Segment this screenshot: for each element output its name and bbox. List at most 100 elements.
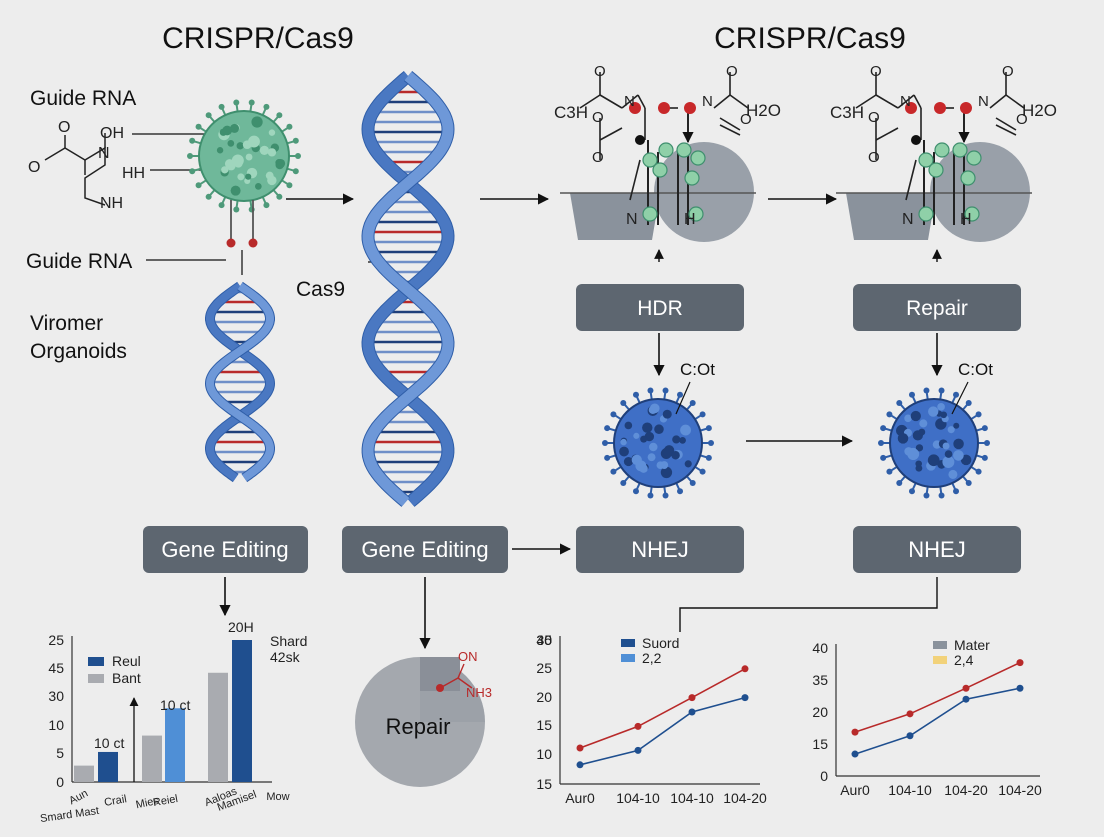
atom-label-o: O xyxy=(868,149,880,166)
virus-label-right: C:Ot xyxy=(958,360,993,379)
bar-chart-x-label: Mow xyxy=(266,791,289,803)
chemical-bond xyxy=(599,127,623,141)
virus-particle xyxy=(672,435,681,444)
repair-molecule-nh3: NH3 xyxy=(466,685,492,700)
dna-strand-back xyxy=(206,282,275,482)
green-virus-icon xyxy=(187,99,301,213)
virus-spike-tip xyxy=(689,399,696,406)
virus-particle xyxy=(662,446,674,458)
chemical-bond xyxy=(855,94,877,109)
guide-rna-label-bottom: Guide RNA xyxy=(26,250,132,273)
line-series xyxy=(579,696,746,766)
line-chart-x-tick: 104-10 xyxy=(670,790,714,806)
line-chart-y-tick: 40 xyxy=(812,640,828,656)
virus-spike-tip xyxy=(699,468,706,475)
rna-red-dot-right xyxy=(248,238,258,248)
line-point xyxy=(851,750,859,758)
atom-black xyxy=(635,135,645,145)
line-chart-y-tick: 25 xyxy=(536,660,552,676)
virus-particle xyxy=(942,442,950,450)
guide-rna-strands xyxy=(230,200,254,275)
guide-rna-molecule xyxy=(44,133,106,206)
virus-spike-tip xyxy=(195,182,202,189)
bar-chart-y-tick: 10 xyxy=(48,717,64,733)
virus-spike-tip xyxy=(233,99,240,106)
bar-chart-legend-swatch xyxy=(88,674,104,683)
atom-red xyxy=(934,102,946,114)
virus-spike-tip xyxy=(248,99,255,106)
bar xyxy=(165,708,185,782)
line-chart-legend-label: Mater xyxy=(954,637,990,653)
nhej-label-1: NHEJ xyxy=(631,537,688,562)
virus-spike-tip xyxy=(205,112,212,119)
virus-spike-tip xyxy=(195,123,202,130)
atom-green xyxy=(960,170,976,186)
atom-label-n-low: N xyxy=(626,211,638,228)
line-chart-legend-label: 2,2 xyxy=(642,650,662,666)
virus-particle xyxy=(960,454,972,466)
virus-spike-tip xyxy=(632,391,639,398)
atom-label-o: O xyxy=(870,63,882,80)
atom-label-o: O xyxy=(592,109,604,126)
dna-helix-small xyxy=(204,281,276,483)
chemical-bond xyxy=(913,94,922,109)
rna-red-dot-left xyxy=(226,238,236,248)
atom-label-o: O xyxy=(726,63,738,80)
virus-particle xyxy=(230,185,241,196)
atom-red xyxy=(684,102,696,114)
virus-spike-tip xyxy=(886,411,893,418)
atom-label-o: O xyxy=(592,149,604,166)
dna-strand-front xyxy=(205,282,274,482)
bar xyxy=(74,765,94,782)
bar-chart-x-label: Smard Mast xyxy=(39,805,99,825)
virus-spike-tip xyxy=(705,454,712,461)
hdr-box xyxy=(576,284,744,331)
virus-spike-tip xyxy=(292,137,299,144)
line-chart-y-tick: 35 xyxy=(536,632,552,648)
virus-particle xyxy=(242,140,252,150)
virus-particle xyxy=(947,426,955,434)
virus-spike-tip xyxy=(923,387,930,394)
line-chart-y-tick: 15 xyxy=(536,776,552,792)
bar-chart-annotation: 10 ct xyxy=(94,735,124,751)
virus-spike-tip xyxy=(896,399,903,406)
virus-spike-tip xyxy=(880,454,887,461)
virus-spike-tip xyxy=(189,137,196,144)
bar-chart-annotation: Shard xyxy=(270,633,307,649)
line-chart-legend-label: Suord xyxy=(642,635,679,651)
repair-molecule-dot xyxy=(436,684,444,692)
virus-body xyxy=(613,398,703,488)
virus-spike-tip xyxy=(189,168,196,175)
virus-spike-tip xyxy=(286,123,293,130)
chemical-bond xyxy=(897,94,915,109)
nhej-connector-line xyxy=(679,577,938,632)
atom-green xyxy=(684,170,700,186)
atom-label-n: N xyxy=(624,93,635,110)
virus-particle xyxy=(679,437,686,444)
nhej-box-1 xyxy=(576,526,744,573)
repair-circle-label: Repair xyxy=(386,714,451,739)
virus-particle xyxy=(953,438,964,450)
atom-label-n: N xyxy=(978,93,989,110)
chemical-bond xyxy=(729,94,749,109)
repair-label: Repair xyxy=(906,297,968,320)
virus-particle xyxy=(953,450,964,461)
line-chart-legend-swatch xyxy=(933,641,947,649)
repair-box xyxy=(853,284,1021,331)
virus-particle xyxy=(680,424,691,436)
atom-label-n: N xyxy=(900,93,911,110)
gene-editing-label-2: Gene Editing xyxy=(361,537,488,562)
line-point xyxy=(741,694,749,702)
bar xyxy=(142,735,162,782)
molecule-o-top: O xyxy=(58,119,70,136)
atom-label-o: O xyxy=(1002,63,1014,80)
bar-chart-y-tick: 30 xyxy=(48,688,64,704)
virus-particle xyxy=(927,454,940,467)
virus-spike-tip xyxy=(938,492,945,499)
bar-chart-y-tick: 5 xyxy=(56,745,64,761)
line-series xyxy=(854,661,1021,733)
hdr-label: HDR xyxy=(637,297,683,320)
virus-spike-tip xyxy=(604,454,611,461)
